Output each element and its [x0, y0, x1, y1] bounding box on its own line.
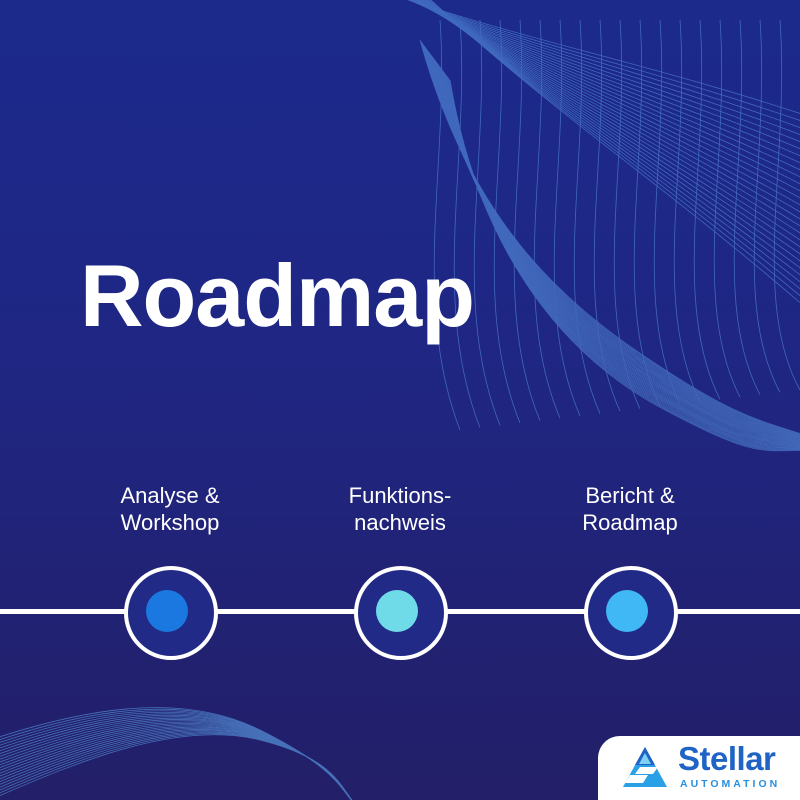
brand-logo: Stellar AUTOMATION [598, 736, 800, 800]
step-label-line2: Roadmap [530, 509, 730, 536]
step-label-line1: Funktions- [300, 482, 500, 509]
step-label: Funktions- nachweis [300, 482, 500, 536]
step-dot [376, 590, 418, 632]
step-label-line1: Analyse & [70, 482, 270, 509]
brand-tagline: AUTOMATION [680, 778, 780, 790]
timeline-step-funktionsnachweis: Funktions- nachweis [300, 0, 500, 800]
step-dot [606, 590, 648, 632]
step-label-line2: Workshop [70, 509, 270, 536]
step-label: Analyse & Workshop [70, 482, 270, 536]
step-label-line2: nachweis [300, 509, 500, 536]
stellar-logo-icon [621, 745, 669, 791]
timeline-step-bericht: Bericht & Roadmap [530, 0, 730, 800]
timeline-step-analyse: Analyse & Workshop [70, 0, 270, 800]
step-label: Bericht & Roadmap [530, 482, 730, 536]
step-dot [146, 590, 188, 632]
step-label-line1: Bericht & [530, 482, 730, 509]
brand-name: Stellar [678, 742, 775, 775]
